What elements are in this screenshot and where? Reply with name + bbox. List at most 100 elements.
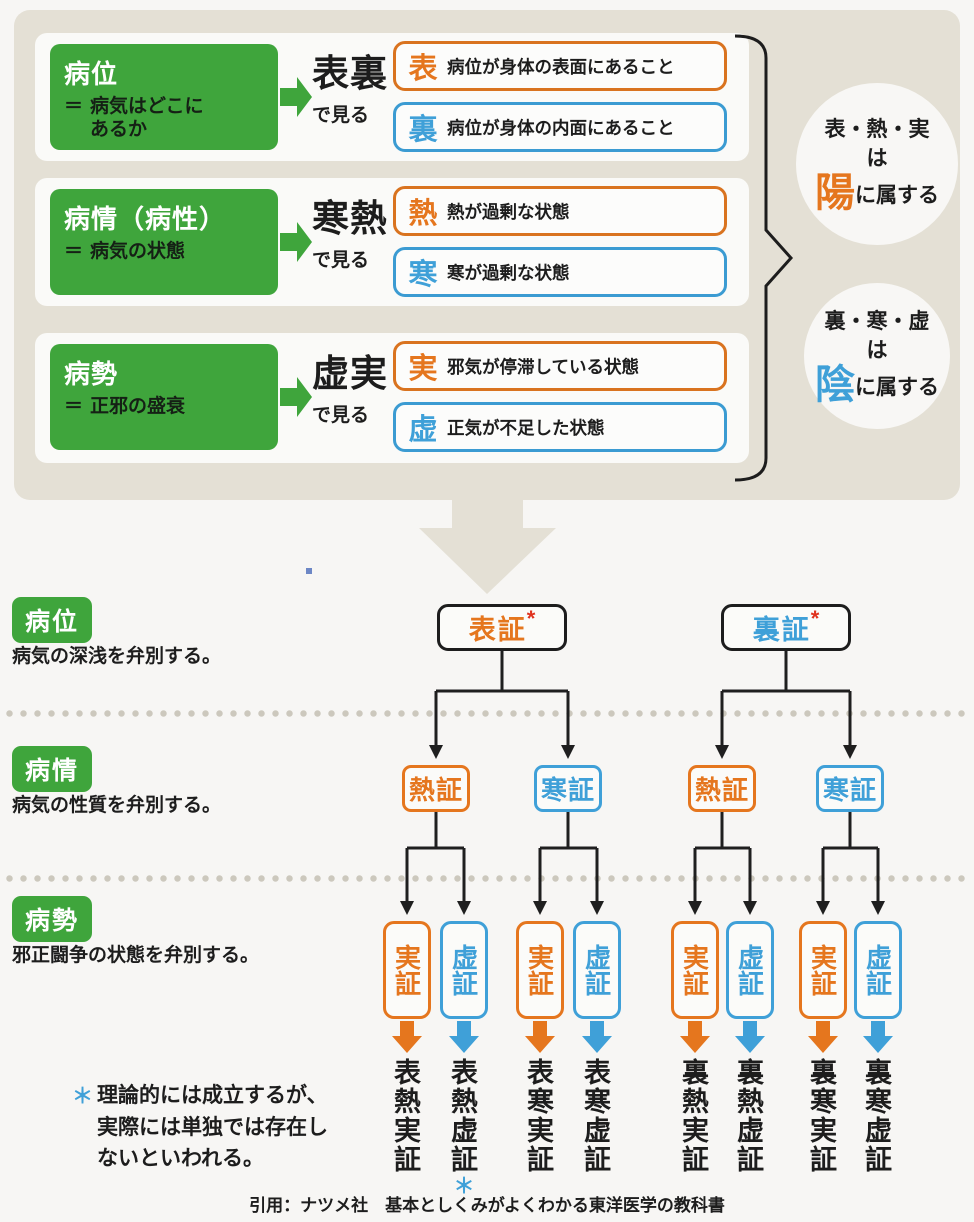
option-desc: 正気が不足した状態 (447, 417, 605, 438)
node-kanshou: 寒証 (534, 765, 602, 812)
option-ri: 裏 病位が身体の内面にあること (393, 102, 727, 152)
node-kyoshou: 虚証 (854, 921, 902, 1019)
level-desc-byousei: 邪正闘争の状態を弁別する。 (12, 945, 260, 966)
node-label: 裏証 (752, 615, 811, 645)
footnote: ＊ 理論的には成立するが、 実際には単独では存在し ないといわれる。 (72, 1080, 328, 1175)
option-desc: 邪気が停滞している状態 (447, 356, 639, 377)
equals-sign: ＝ (64, 396, 84, 417)
right-arrow-icon (280, 375, 312, 424)
axis-note: で見る (312, 104, 370, 126)
asterisk-mark: * (526, 605, 536, 631)
result-ri-kan-jitsu: 裏寒実証 (806, 1058, 836, 1174)
category-title: 病情（病性） (64, 204, 227, 234)
axis-kannetsu: 寒熱 で見る (312, 198, 392, 272)
category-subtitle: ＝ 正邪の盛衰 (64, 396, 278, 419)
option-char: 表 (408, 53, 438, 85)
yang-belongs: 陽に属する (815, 173, 939, 213)
equals-sign: ＝ (64, 96, 84, 117)
node-label: 表証 (468, 615, 527, 645)
option-desc: 寒が過剰な状態 (447, 262, 570, 283)
node-kyoshou: 虚証 (726, 921, 774, 1019)
yin-rest: に属する (855, 376, 939, 400)
yang-wa: は (866, 147, 888, 170)
result-ri-kan-kyo: 裏寒虚証 (861, 1058, 891, 1174)
node-nesshou: 熱証 (688, 765, 756, 812)
option-netsu: 熱 熱が過剰な状態 (393, 186, 727, 236)
dotted-divider (6, 875, 968, 882)
brace-icon (734, 34, 794, 482)
level-label-byoujou: 病情 (12, 746, 93, 792)
axis-label: 虚実 (312, 353, 388, 394)
yin-circle: 裏・寒・虚 は 陰に属する (804, 283, 950, 429)
level-desc-byoui: 病気の深浅を弁別する。 (12, 646, 222, 667)
yin-char: 陰 (815, 363, 855, 408)
yin-members: 裏・寒・虚 (824, 309, 930, 333)
equals-sign: ＝ (64, 241, 84, 262)
option-char: 熱 (408, 198, 438, 230)
option-char: 虚 (408, 414, 438, 446)
category-title: 病勢 (64, 359, 119, 389)
node-kyoshou: 虚証 (573, 921, 621, 1019)
axis-label: 表裏 (312, 53, 388, 94)
category-subtitle: ＝ 病気の状態 (64, 241, 278, 264)
right-arrow-icon (280, 75, 312, 124)
result-hyou-kan-jitsu: 表寒実証 (523, 1058, 553, 1174)
category-subtitle: ＝ 病気はどこに あるか (64, 96, 278, 142)
dotted-divider (6, 710, 968, 717)
node-jisshou: 実証 (799, 921, 847, 1019)
node-jisshou: 実証 (516, 921, 564, 1019)
node-hyoushou: 表証 * (437, 604, 567, 651)
category-box-byoui: 病位 ＝ 病気はどこに あるか (50, 44, 278, 150)
category-subtitle-text: 病気はどこに あるか (90, 96, 204, 140)
category-subtitle-text: 病気の状態 (90, 241, 186, 262)
category-box-byousei: 病勢 ＝ 正邪の盛衰 (50, 344, 278, 450)
category-subtitle-text: 正邪の盛衰 (90, 396, 186, 417)
asterisk-mark: * (810, 605, 820, 631)
node-kyoshou: 虚証 (440, 921, 488, 1019)
result-hyou-kan-kyo: 表寒虚証 (580, 1058, 610, 1174)
axis-byouri: 表裏 で見る (312, 53, 392, 127)
panel-row-byousei: 病勢 ＝ 正邪の盛衰 虚実 で見る 実 邪気が停滞している状態 虚 (35, 333, 749, 463)
option-pills: 実 邪気が停滞している状態 虚 正気が不足した状態 (393, 341, 727, 452)
flow-connector-lines (392, 651, 893, 1053)
footnote-asterisk: ＊ (72, 1085, 93, 1108)
node-nesshou: 熱証 (402, 765, 470, 812)
yin-belongs: 陰に属する (815, 365, 939, 405)
node-kanshou: 寒証 (816, 765, 884, 812)
footnote-text: 理論的には成立するが、 実際には単独では存在し ないといわれる。 (97, 1084, 328, 1170)
stray-blue-dot (306, 568, 312, 574)
big-down-arrow-icon (419, 495, 556, 594)
panel-row-byoui: 病位 ＝ 病気はどこに あるか 表裏 で見る 表 病位が身体の表面にあること (35, 33, 749, 161)
yin-wa: は (866, 339, 888, 362)
option-char: 裏 (408, 114, 438, 146)
yang-rest: に属する (855, 184, 939, 208)
option-char: 実 (408, 353, 438, 385)
axis-note: で見る (312, 404, 370, 426)
option-pills: 表 病位が身体の表面にあること 裏 病位が身体の内面にあること (393, 41, 727, 152)
category-title: 病位 (64, 59, 119, 89)
option-desc: 熱が過剰な状態 (447, 201, 570, 222)
option-desc: 病位が身体の表面にあること (447, 56, 675, 77)
option-desc: 病位が身体の内面にあること (447, 117, 675, 138)
option-char: 寒 (408, 259, 438, 291)
result-arrow-icons (392, 1021, 893, 1053)
result-ri-netsu-kyo: 裏熱虚証 (733, 1058, 763, 1174)
level-label-byousei: 病勢 (12, 896, 93, 942)
result-hyou-netsu-jitsu: 表熱実証 (390, 1058, 420, 1174)
axis-note: で見る (312, 249, 370, 271)
option-pills: 熱 熱が過剰な状態 寒 寒が過剰な状態 (393, 186, 727, 297)
top-panel: 病位 ＝ 病気はどこに あるか 表裏 で見る 表 病位が身体の表面にあること (14, 10, 960, 500)
right-arrow-icon (280, 220, 312, 269)
yang-char: 陽 (815, 171, 855, 216)
yang-members: 表・熱・実 (824, 117, 930, 141)
result-asterisk-mark: ＊ (453, 1175, 475, 1198)
panel-row-byoujou: 病情（病性） ＝ 病気の状態 寒熱 で見る 熱 熱が過剰な状態 寒 (35, 178, 749, 306)
option-jitsu: 実 邪気が停滞している状態 (393, 341, 727, 391)
axis-label: 寒熱 (312, 198, 388, 239)
option-kan: 寒 寒が過剰な状態 (393, 247, 727, 297)
result-ri-netsu-jitsu: 裏熱実証 (678, 1058, 708, 1174)
yang-circle: 表・熱・実 は 陽に属する (796, 83, 958, 245)
option-kyo: 虚 正気が不足した状態 (393, 402, 727, 452)
citation: 引用：ナツメ社 基本としくみがよくわかる東洋医学の教科書 (249, 1196, 725, 1215)
